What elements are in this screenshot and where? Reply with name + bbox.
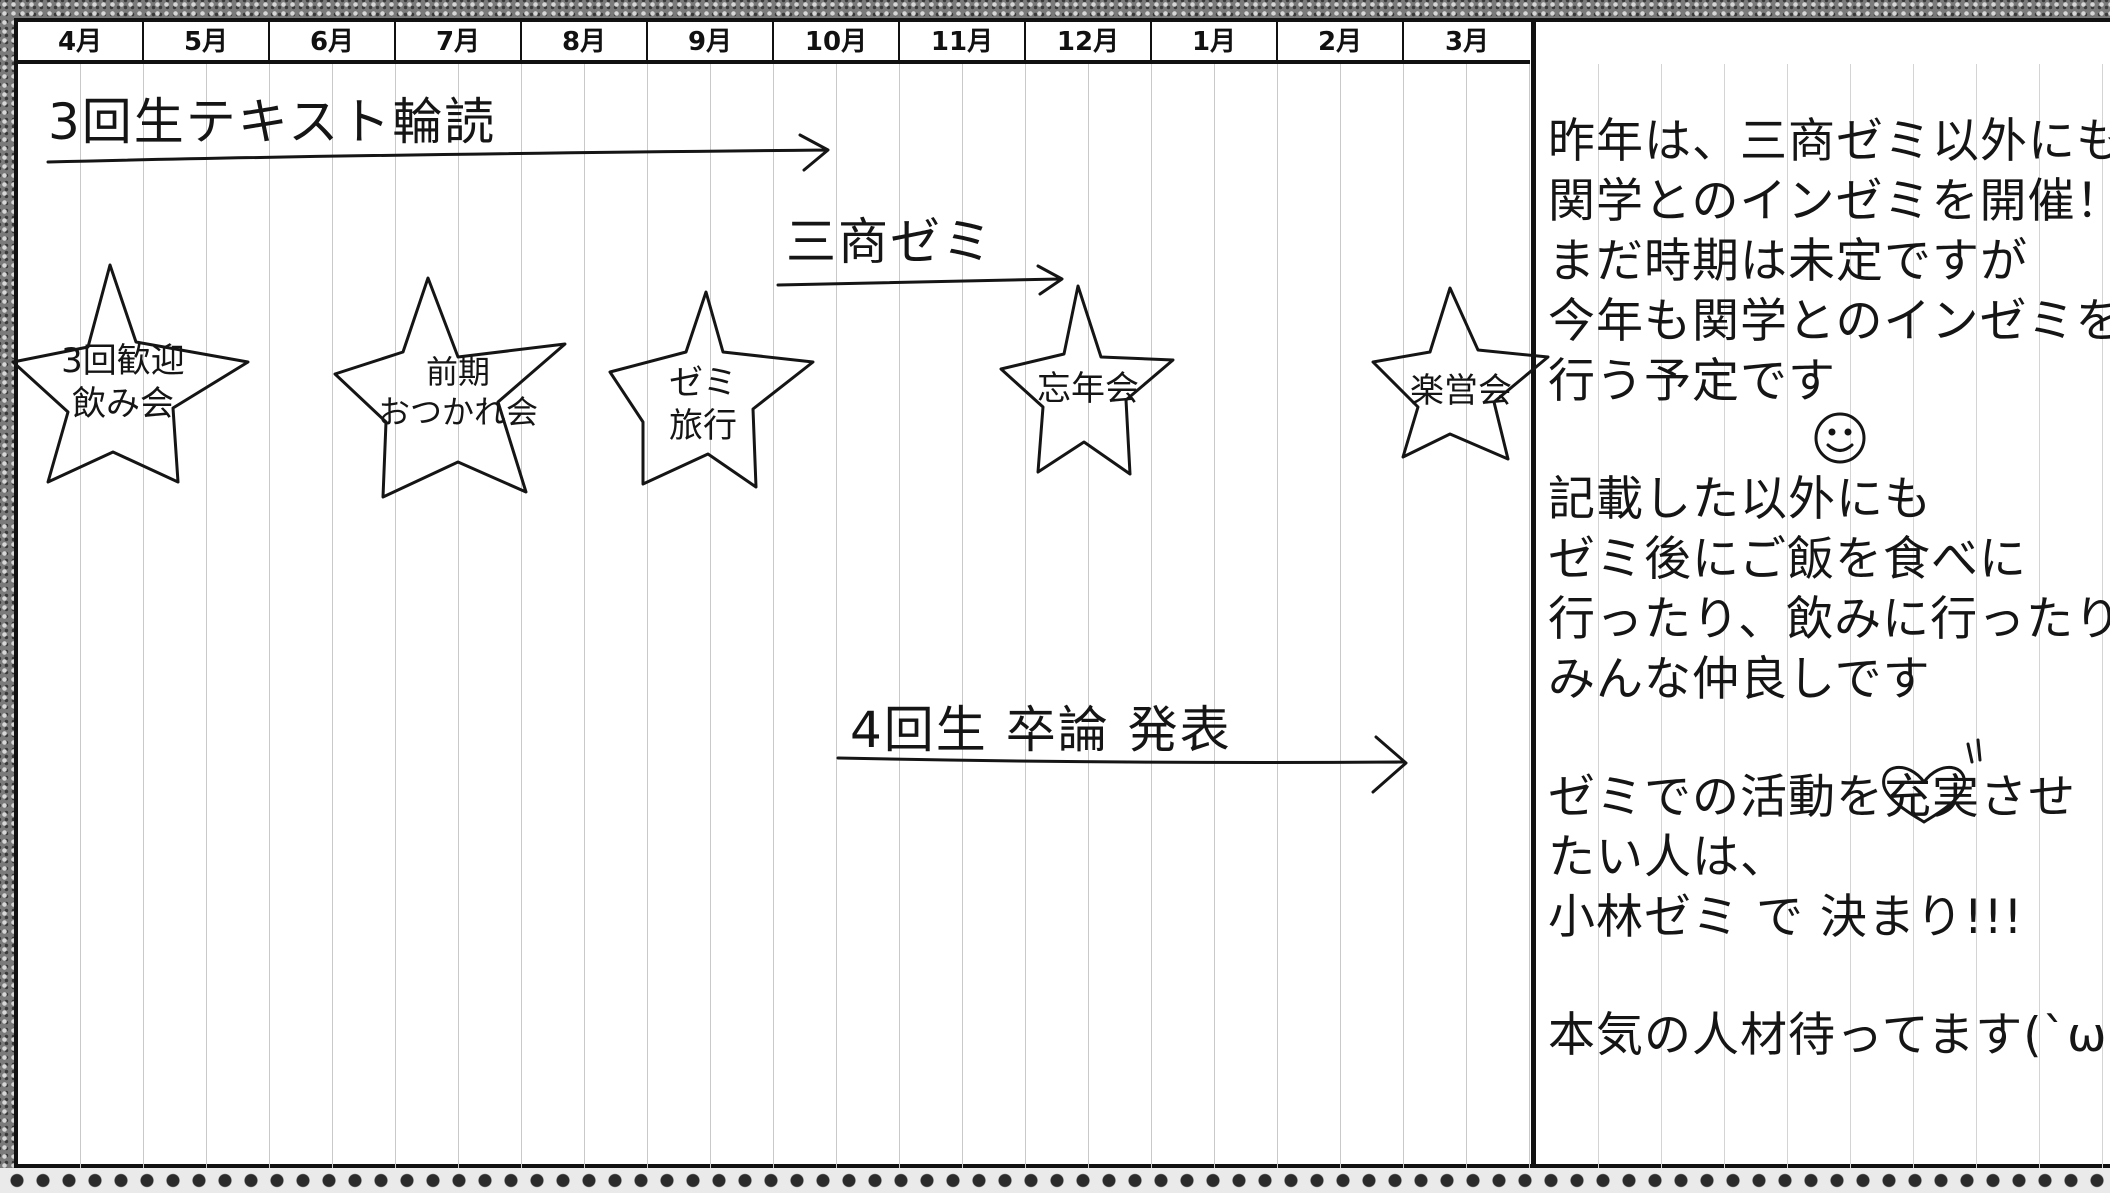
month-header-feb: 2月 [1278, 22, 1404, 60]
month-header-apr: 4月 [18, 22, 144, 60]
month-header-sep: 9月 [648, 22, 774, 60]
sansho-seminar-label: 三商ゼミ [786, 213, 994, 271]
note-friendship: 記載した以外にも ゼミ後にご飯を食べに 行ったり、飲みに行ったり、 みんな仲良し… [1548, 470, 2110, 710]
note-recruit: ゼミでの活動を充実させ たい人は、 小林ゼミ で 決まり!!! [1548, 768, 2108, 948]
note-line: まだ時期は未定ですが [1548, 234, 2028, 289]
note-line: たい人は、 [1548, 830, 1788, 885]
note-line: 本気の人材待ってます(`ω´)/ [1548, 1008, 2110, 1063]
year-end-party-label: 忘年会 [1037, 369, 1139, 409]
star-icon [1371, 286, 1550, 461]
month-header-aug: 8月 [522, 22, 648, 60]
thesis-presentation-label: 4回生 卒論 発表 [850, 701, 1232, 759]
note-line: 行う予定です [1548, 354, 1836, 409]
text-reading-label: 3回生テキスト輪読 [48, 93, 497, 151]
schedule-sheet: 4月 5月 6月 7月 8月 9月 10月 11月 12月 1月 2月 3月 [11, 18, 2110, 1168]
month-header-mar: 3月 [1444, 27, 1490, 57]
star-icon [333, 276, 567, 499]
farewell-party-label: 楽営会 [1410, 371, 1512, 411]
month-header-nov: 11月 [900, 22, 1026, 60]
thesis-presentation-arrow [836, 735, 1408, 794]
polka-dot-border [0, 1168, 2110, 1193]
note-line: 昨年は、三商ゼミ以外にも [1548, 114, 2110, 169]
sansho-seminar-arrow [776, 264, 1064, 296]
note-intercollege: 昨年は、三商ゼミ以外にも 関学とのインゼミを開催！ まだ時期は未定ですが 今年も… [1548, 112, 2110, 412]
heart-icon [1882, 738, 1982, 824]
month-header-row: 4月 5月 6月 7月 8月 9月 10月 11月 12月 1月 2月 3月 [18, 22, 1530, 64]
star-icon [11, 263, 250, 484]
month-header-jul: 7月 [396, 22, 522, 60]
note-line: みんな仲良しです [1548, 652, 1931, 707]
month-header-may: 5月 [144, 22, 270, 60]
note-line: 記載した以外にも [1548, 472, 1932, 527]
star-icon [999, 284, 1175, 476]
smiley-icon [1814, 412, 1866, 464]
note-line: 関学とのインゼミを開催！ [1548, 174, 2110, 229]
first-term-party-label: 前期 おつかれ会 [377, 353, 538, 431]
note-line: 行ったり、飲みに行ったり、 [1548, 592, 2110, 647]
month-grid [18, 64, 1531, 1168]
star-icon [608, 290, 815, 489]
welcome-party-label: 3回歓迎 飲み会 [61, 341, 185, 424]
month-header-dec: 12月 [1026, 22, 1152, 60]
note-closing: 本気の人材待ってます(`ω´)/ [1548, 1006, 2110, 1066]
month-header-jan: 1月 [1152, 22, 1278, 60]
notes-panel: 昨年は、三商ゼミ以外にも 関学とのインゼミを開催！ まだ時期は未定ですが 今年も… [1548, 112, 2110, 1124]
note-line: ゼミでの活動を充実させ [1548, 770, 2076, 825]
timeline-drawing [11, 133, 1982, 824]
notes-grid [1536, 64, 2110, 1168]
note-line: 小林ゼミ で 決まり!!! [1548, 890, 2024, 945]
seminar-trip-label: ゼミ 旅行 [669, 363, 737, 446]
notes-divider [1531, 22, 1536, 1168]
note-line: ゼミ後にご飯を食べに [1548, 532, 2028, 587]
month-header-jun: 6月 [270, 22, 396, 60]
note-line: 今年も関学とのインゼミを [1548, 294, 2110, 349]
text-reading-arrow [46, 133, 830, 172]
month-header-oct: 10月 [774, 22, 900, 60]
